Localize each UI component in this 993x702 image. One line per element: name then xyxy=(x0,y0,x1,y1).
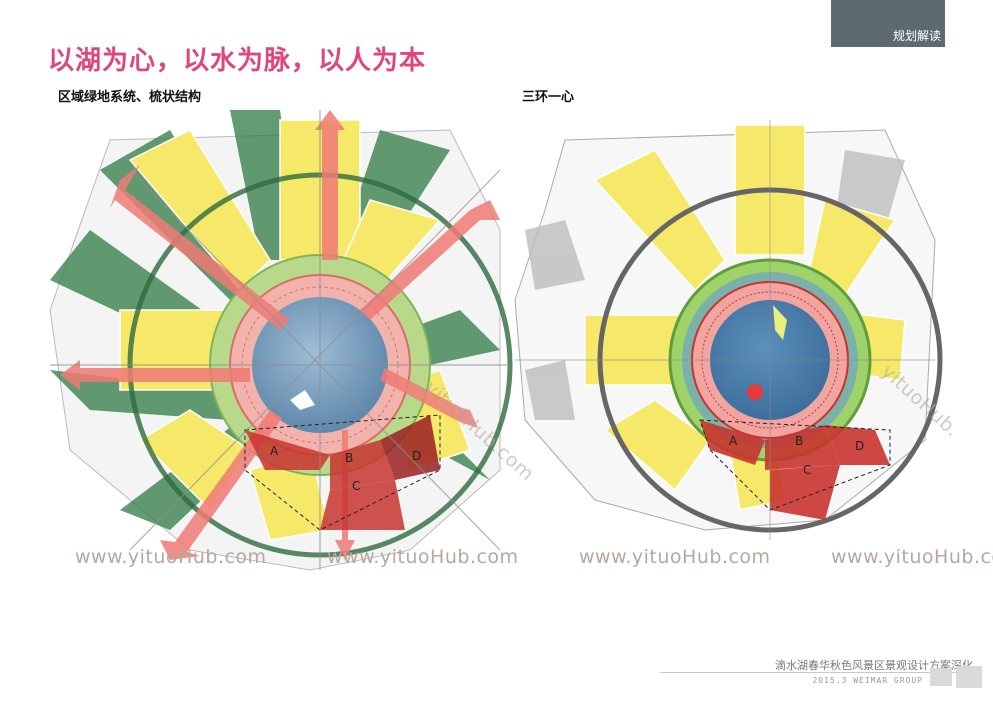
footer-title: 滴水湖春华秋色风景区景观设计方案深化 xyxy=(775,659,973,672)
right-caption: 三环一心 xyxy=(522,90,575,105)
brand-logo-icon xyxy=(930,666,982,688)
watermark-3: www.yituoHub.com xyxy=(579,546,771,568)
zone-c-label: C xyxy=(352,479,360,493)
left-zones xyxy=(244,414,441,531)
left-plan-map: A B C D xyxy=(49,110,513,571)
footer-divider xyxy=(660,672,960,673)
watermark-2: www.yituoHub.com xyxy=(327,546,519,568)
right-zone-d-label: D xyxy=(855,439,864,453)
zone-b-label: B xyxy=(345,451,353,465)
right-zone-c-label: C xyxy=(803,463,811,477)
section-tag: 规划解读 xyxy=(831,0,945,47)
right-zone-a-label: A xyxy=(729,434,738,448)
left-caption: 区域绿地系统、梳状结构 xyxy=(58,90,202,105)
right-zones xyxy=(699,419,891,520)
watermark-1: www.yituoHub.com xyxy=(75,546,267,568)
right-zone-b-label: B xyxy=(795,434,803,448)
zone-d-label: D xyxy=(412,449,421,463)
right-plan-map: A B C D xyxy=(514,120,943,540)
zone-a-label: A xyxy=(270,444,279,458)
page-headline: 以湖为心，以水为脉，以人为本 xyxy=(48,46,427,76)
watermark-4: www.yituoHub.com xyxy=(831,546,993,568)
footer-sub: 2015.3 WEIMAR GROUP xyxy=(812,676,923,685)
